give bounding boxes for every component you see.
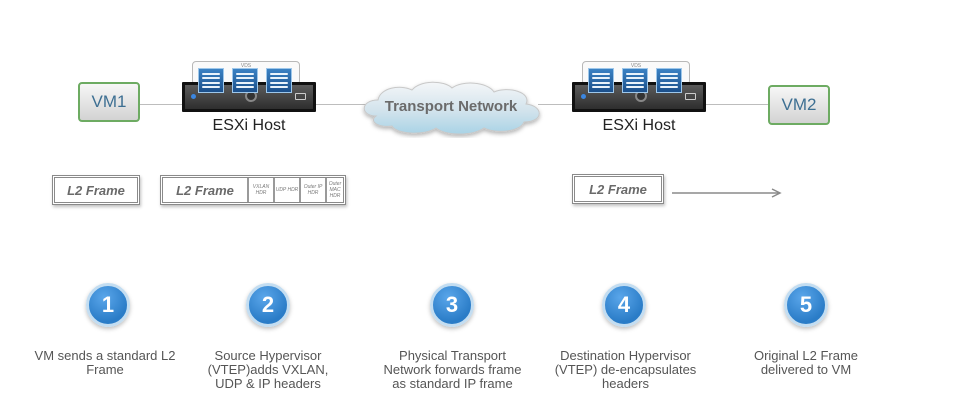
esxi-host-left: VDS ESXi Host [182,61,332,134]
switch-icon [622,68,648,93]
outer-mac-header: Outer MAC HDR [325,178,343,202]
vds-label: VDS [240,63,252,69]
vxlan-header: VXLAN HDR [247,178,273,202]
power-led-icon [191,94,196,99]
step-number: 5 [799,292,813,317]
cloud-icon [363,81,540,135]
step-1-badge: 1 [86,283,130,327]
link-network-host [538,104,572,105]
esxi-host-right: VDS ESXi Host [572,61,722,134]
link-host-network [316,104,366,105]
power-led-icon [581,94,586,99]
esxi-host-left-label: ESXi Host [212,117,286,134]
vm2-box: VM2 [768,85,830,125]
transport-network-cloud: Transport Network [356,78,546,138]
vm2-label: VM2 [781,95,817,114]
switch-icon [232,68,258,93]
switch-icon [656,68,682,93]
step-4-description: Destination Hypervisor (VTEP) de-encapsu… [554,348,697,391]
switch-icon [588,68,614,93]
switch-icon [198,68,224,93]
step-4-badge: 4 [602,283,646,327]
step-5-description: Original L2 Frame delivered to VM [753,348,859,377]
transport-network-label: Transport Network [384,98,518,115]
frame-label: L2 Frame [176,182,234,198]
frame-label: L2 Frame [67,182,125,198]
link-host-vm2 [706,104,768,105]
step-2-description: Source Hypervisor (VTEP)adds VXLAN, UDP … [207,348,329,391]
original-l2-frame: L2 Frame [52,175,140,205]
delivered-l2-frame: L2 Frame [572,174,664,204]
esxi-host-right-label: ESXi Host [602,117,676,134]
step-3-badge: 3 [430,283,474,327]
link-vm1-host [140,104,182,105]
vm1-box: VM1 [78,82,140,122]
step-number: 1 [101,292,115,317]
vds-label: VDS [630,63,642,69]
outer-ip-header: Outer IP HDR [299,178,325,202]
step-5-badge: 5 [784,283,828,327]
step-3-description: Physical Transport Network forwards fram… [383,348,522,391]
arrow-right-icon [672,188,782,198]
drive-slot-icon [295,93,306,100]
frame-label: L2 Frame [589,181,647,197]
vm1-label: VM1 [91,92,127,111]
step-number: 2 [261,292,275,317]
encapsulated-frame: L2 Frame VXLAN HDR UDP HDR Outer IP HDR … [160,175,346,205]
switch-icon [266,68,292,93]
step-number: 4 [617,292,631,317]
drive-slot-icon [685,93,696,100]
step-2-badge: 2 [246,283,290,327]
step-number: 3 [445,292,459,317]
step-1-description: VM sends a standard L2 Frame [34,348,176,377]
udp-header: UDP HDR [273,178,299,202]
